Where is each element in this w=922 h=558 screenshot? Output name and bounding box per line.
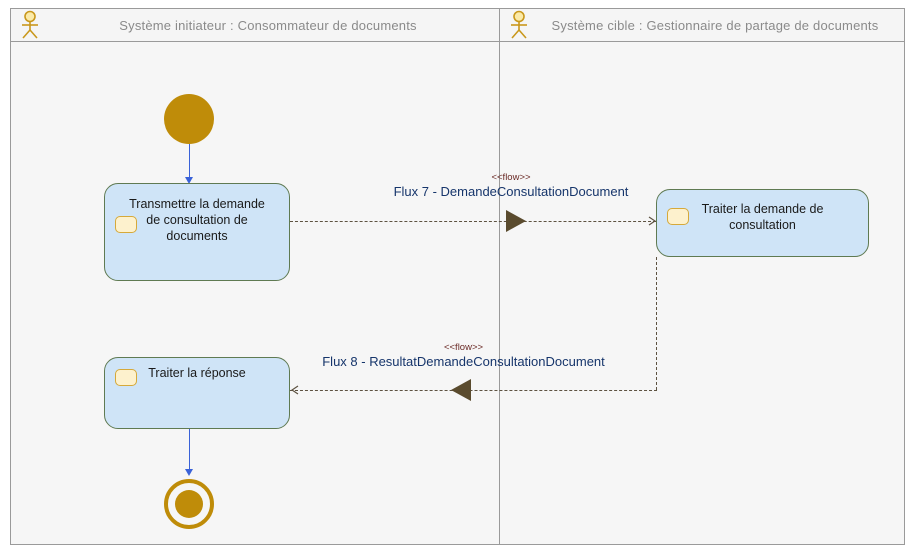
activity-label: Traiter la demande de consultation: [701, 202, 824, 232]
object-flow-flux8-line: [290, 390, 657, 391]
partition-header-initiator[interactable]: Système initiateur : Consommateur de doc…: [11, 9, 500, 42]
arrowhead-icon: [185, 469, 193, 476]
open-arrowhead-icon: [291, 385, 299, 395]
activity-traiter-reponse[interactable]: Traiter la réponse: [104, 357, 290, 429]
arrowhead-icon: [451, 379, 471, 401]
flow-name: Flux 8 - ResultatDemandeConsultationDocu…: [322, 354, 605, 369]
activity-traiter-demande-consultation[interactable]: Traiter la demande de consultation: [656, 189, 869, 257]
object-flow-flux7-line: [290, 221, 656, 222]
arrowhead-icon: [506, 210, 526, 232]
flow-stereotype: <<flow>>: [443, 342, 484, 353]
open-arrowhead-icon: [648, 216, 656, 226]
control-flow-initial-to-act1: [189, 144, 190, 182]
swimlane-initiator: [11, 42, 500, 544]
control-flow-act3-to-final: [189, 429, 190, 474]
rounded-rectangle-icon: [667, 208, 689, 225]
object-flow-flux8-vertical: [656, 257, 657, 390]
swimlane-target: [500, 42, 904, 544]
activity-final-node[interactable]: [164, 479, 214, 529]
arrowhead-icon: [185, 177, 193, 184]
flow-label-flux8: <<flow>> Flux 8 - ResultatDemandeConsult…: [291, 342, 636, 370]
partition-title-initiator: Système initiateur : Consommateur de doc…: [119, 17, 417, 33]
activity-label: Transmettre la demande de consultation d…: [129, 197, 265, 243]
flow-stereotype: <<flow>>: [491, 172, 531, 183]
activity-label: Traiter la réponse: [148, 366, 246, 380]
rounded-rectangle-icon: [115, 216, 137, 233]
activity-transmettre-demande[interactable]: Transmettre la demande de consultation d…: [104, 183, 290, 281]
rounded-rectangle-icon: [115, 369, 137, 386]
diagram-frame: Système initiateur : Consommateur de doc…: [10, 8, 905, 545]
actor-stick-figure-icon: [511, 10, 527, 39]
partition-title-target: Système cible : Gestionnaire de partage …: [551, 17, 879, 33]
partition-header-target[interactable]: Système cible : Gestionnaire de partage …: [500, 9, 904, 42]
flow-label-flux7: <<flow>> Flux 7 - DemandeConsultationDoc…: [371, 172, 651, 200]
actor-stick-figure-icon: [22, 10, 38, 39]
flow-name: Flux 7 - DemandeConsultationDocument: [393, 184, 629, 199]
initial-node[interactable]: [164, 94, 214, 144]
